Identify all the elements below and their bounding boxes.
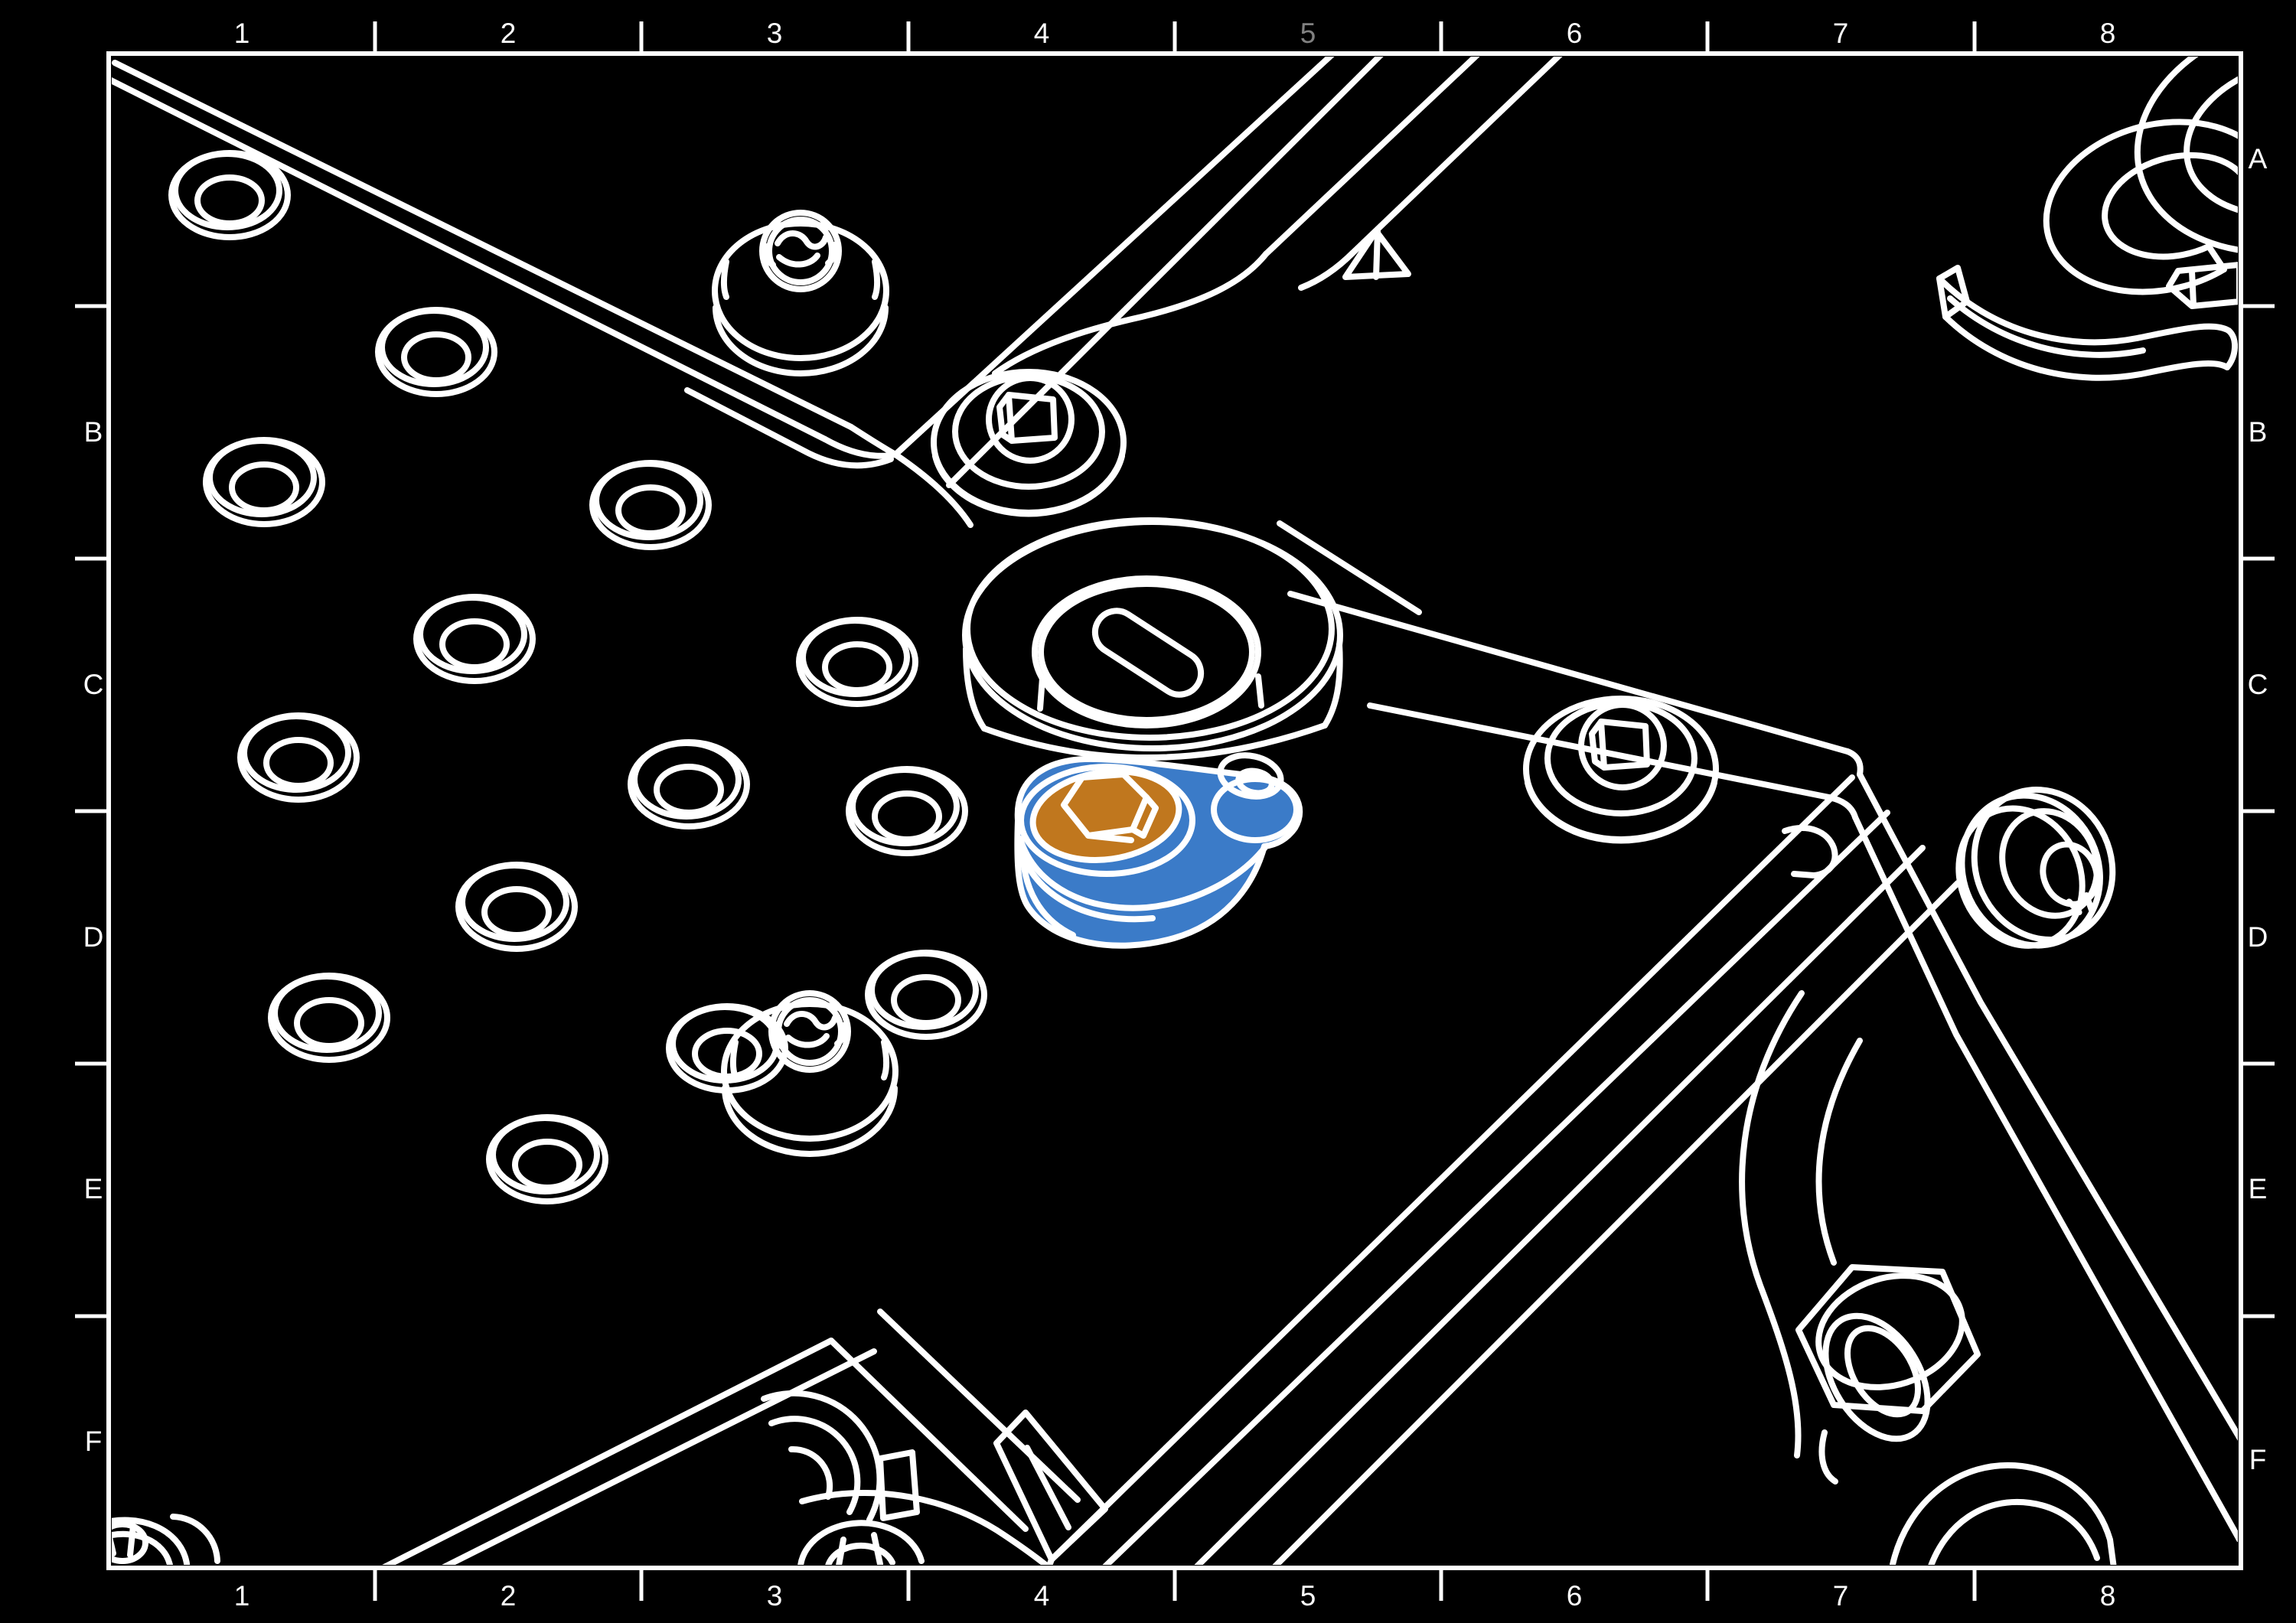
grid-row-label-right-D: D: [2248, 921, 2268, 953]
grid-col-label-top-8: 8: [2100, 18, 2116, 49]
hex-nut-icon: [1795, 1264, 1981, 1414]
grid-col-label-bottom-1: 1: [234, 1580, 250, 1612]
bracket-apex-edges: [1277, 520, 1864, 820]
grid-row-label-left-D: D: [83, 921, 104, 953]
central-slotted-washer: [962, 517, 1343, 761]
grid-col-label-bottom-5: 5: [1300, 1580, 1316, 1612]
grid-row-label-right-A: A: [2249, 143, 2268, 174]
side-grommet: [1955, 787, 2116, 949]
lower-arm-cluster: [761, 1309, 1108, 1565]
corner-grommet: [112, 1514, 220, 1565]
grid-col-label-bottom-2: 2: [501, 1580, 517, 1612]
panel-edge-lines: [112, 60, 974, 528]
grid-col-label-top-6: 6: [1567, 18, 1583, 49]
small-hook-detail: [1782, 825, 1838, 878]
grid-col-label-bottom-4: 4: [1034, 1580, 1050, 1612]
grid-col-label-top-3: 3: [767, 18, 783, 49]
diagonal-bars: [1049, 774, 1961, 1565]
grid-col-label-bottom-7: 7: [1833, 1580, 1849, 1612]
grid-row-label-left-B: B: [84, 416, 103, 448]
grid-row-label-right-B: B: [2249, 416, 2268, 448]
highlighted-part[interactable]: [1014, 750, 1303, 949]
grid-col-label-bottom-3: 3: [767, 1580, 783, 1612]
grid-col-label-top-5: 5: [1300, 18, 1316, 49]
grid-col-label-bottom-8: 8: [2100, 1580, 2116, 1612]
grid-row-label-right-C: C: [2248, 669, 2268, 700]
grid-col-label-top-7: 7: [1833, 18, 1849, 49]
highlighted-part-hole: [1217, 752, 1284, 800]
grid-labels: 1 2 3 4 5 6 7 8 1 2 3 4 5 6 7 8 B C D E …: [83, 18, 2268, 1612]
control-arm-assembly: [1739, 990, 2117, 1565]
highlighted-part-contours: [1017, 764, 1300, 938]
grid-row-label-left-F: F: [85, 1426, 103, 1457]
grid-col-label-top-1: 1: [234, 18, 250, 49]
hex-socket-icon: [1061, 771, 1159, 843]
grid-col-label-bottom-6: 6: [1567, 1580, 1583, 1612]
grid-row-label-right-E: E: [2249, 1173, 2268, 1204]
grid-col-label-top-2: 2: [501, 18, 517, 49]
grid-row-label-left-E: E: [84, 1173, 103, 1204]
grid-ticks: [75, 21, 2275, 1601]
grid-row-label-left-C: C: [83, 669, 104, 700]
grid-col-label-top-4: 4: [1034, 18, 1050, 49]
upper-plate-edge-lines: [892, 57, 1384, 488]
frame-rails: [382, 1338, 877, 1565]
grid-row-label-right-F: F: [2249, 1444, 2267, 1475]
washer-field: [171, 153, 984, 1201]
right-frame-edges: [1852, 771, 2238, 1543]
top-right-assembly: [1936, 57, 2238, 381]
channel-beam-lines: [992, 57, 1563, 376]
